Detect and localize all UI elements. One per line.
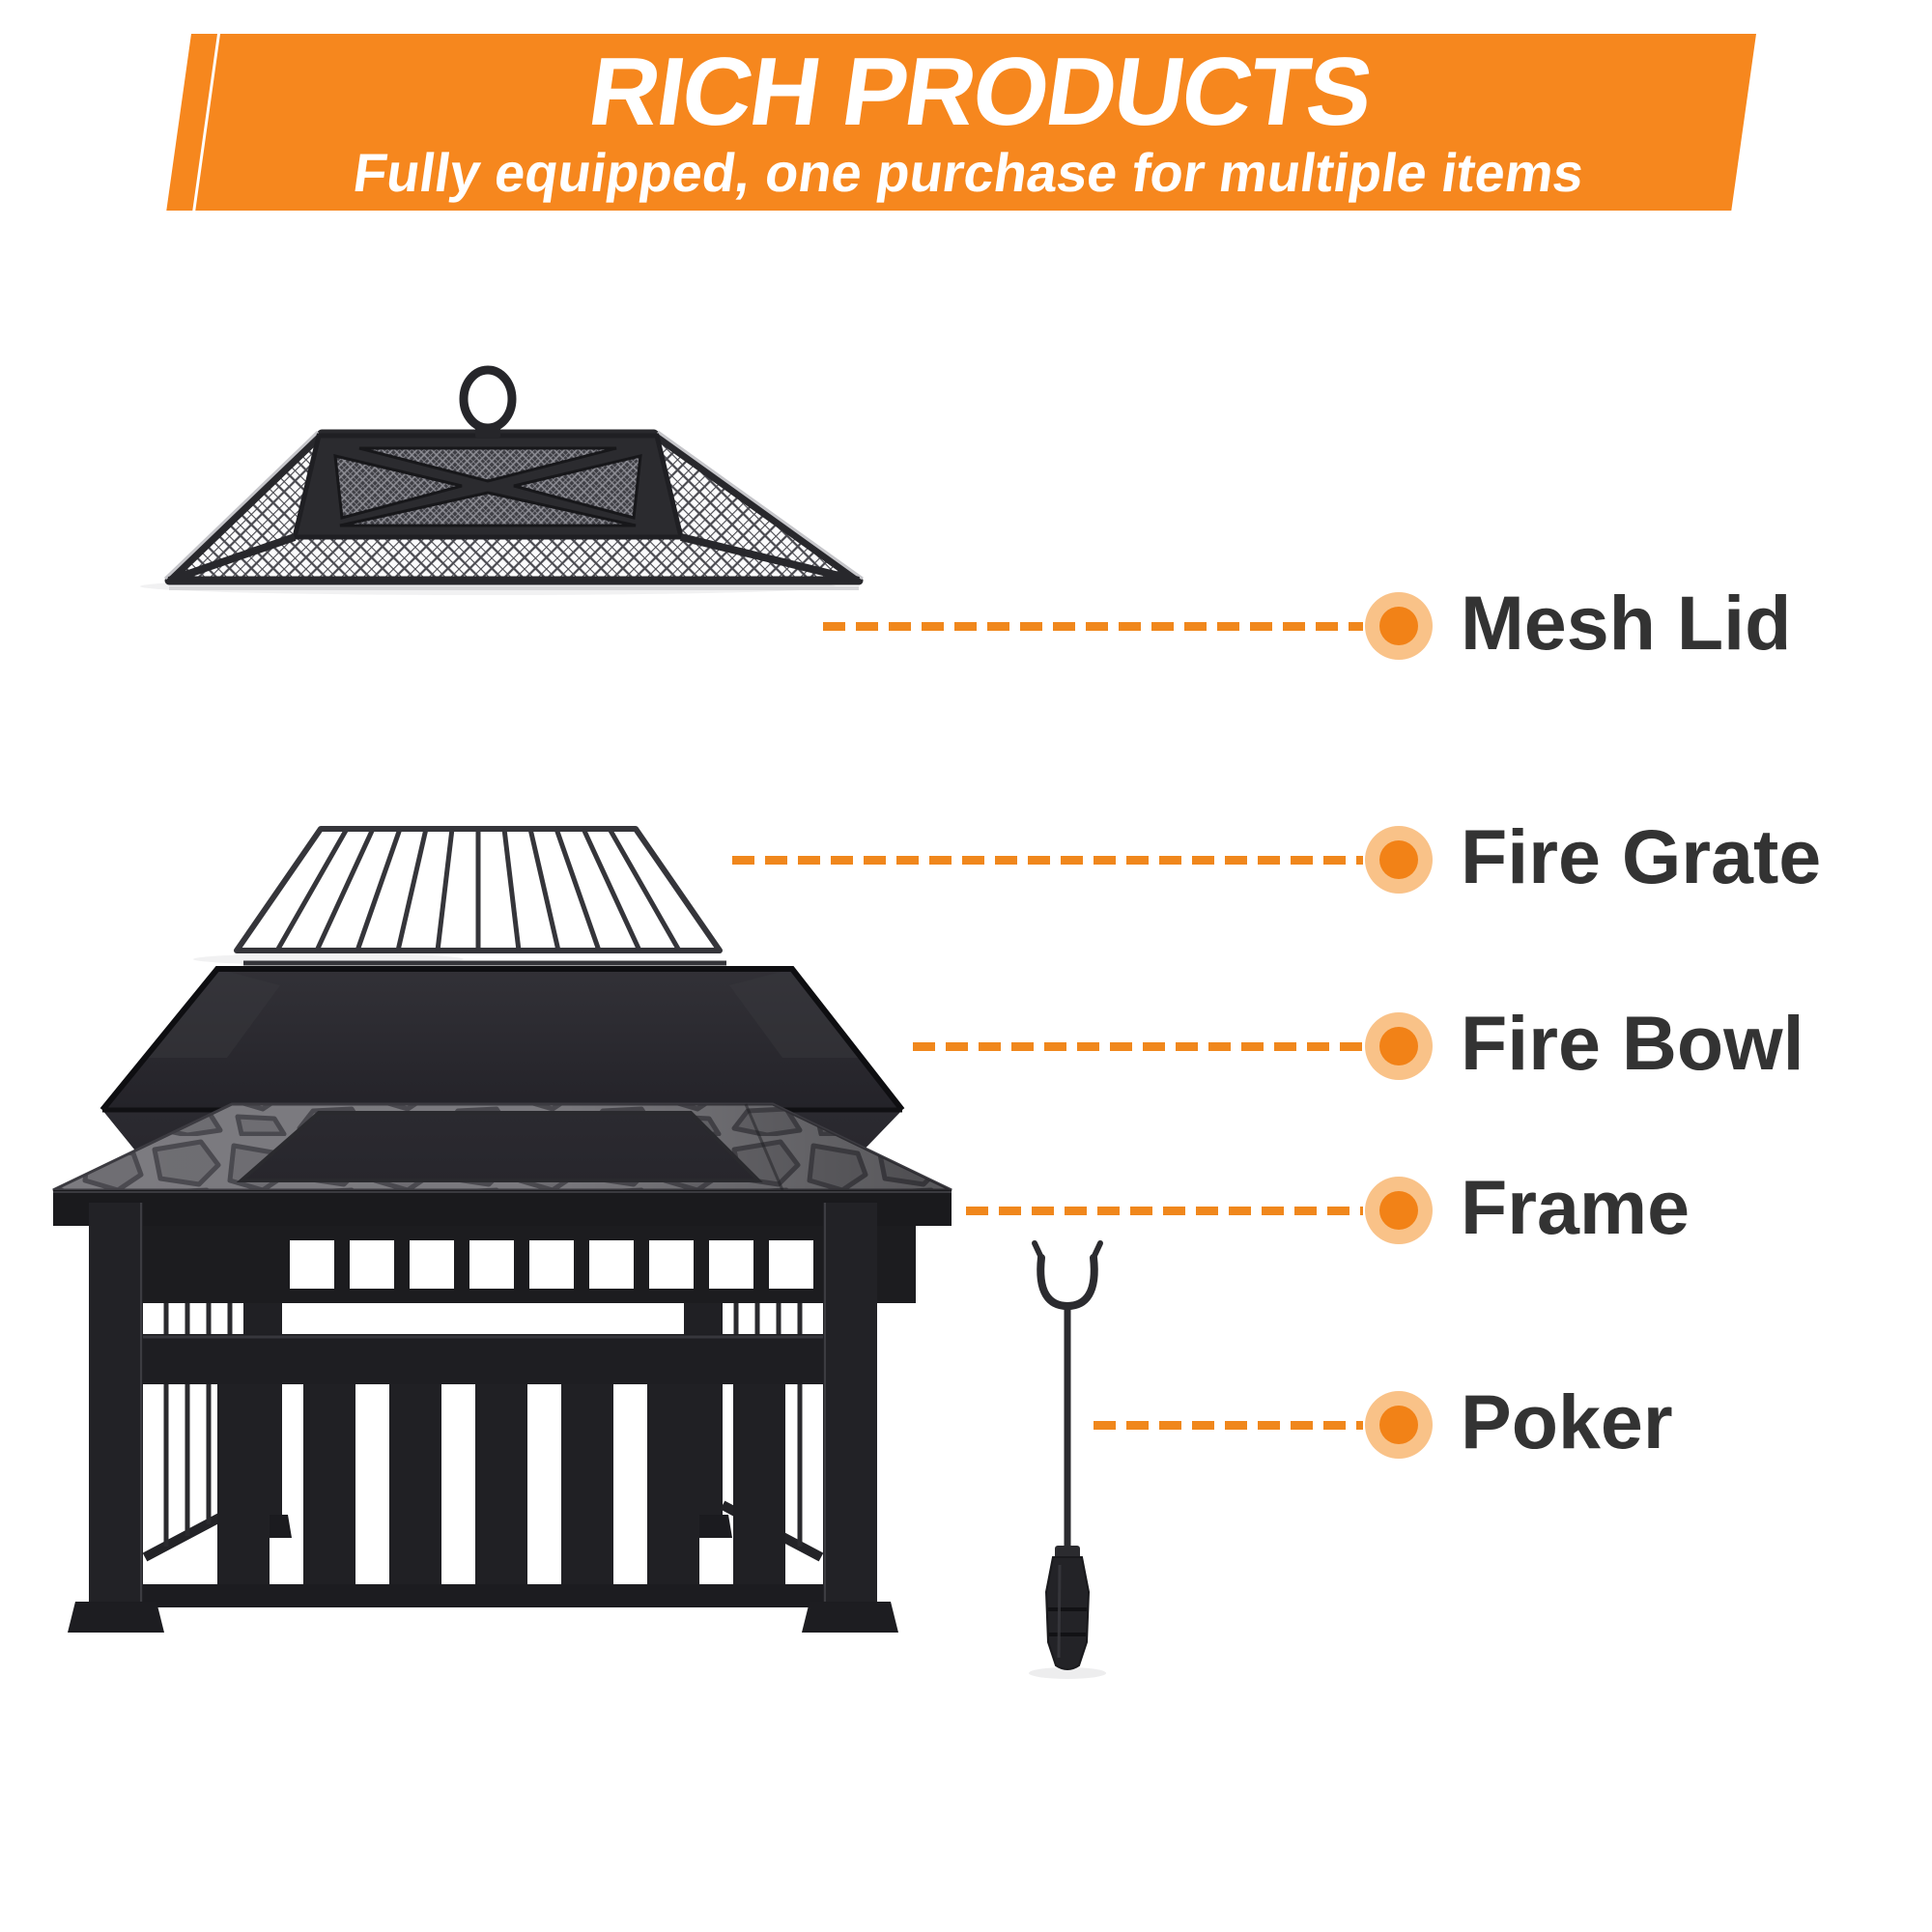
leader-line xyxy=(913,1042,1363,1051)
fire-grate-illustration xyxy=(193,826,726,966)
mesh-lid-illustration xyxy=(140,365,864,595)
bullet-dot xyxy=(1379,840,1418,879)
bullet-dot xyxy=(1379,1406,1418,1444)
bullet-dot xyxy=(1379,1191,1418,1230)
frame-table-illustration xyxy=(52,1102,952,1633)
leader-line xyxy=(823,622,1363,631)
callout-poker: Poker xyxy=(0,1378,1932,1464)
bullet-dot xyxy=(1379,607,1418,645)
lid-ring-handle xyxy=(459,365,517,433)
bullet-marker xyxy=(1365,1391,1433,1459)
callout-fire-bowl: Fire Bowl xyxy=(0,1000,1932,1086)
leader-line xyxy=(1094,1421,1363,1430)
part-label-mesh-lid: Mesh Lid xyxy=(1461,580,1792,667)
bullet-marker xyxy=(1365,826,1433,894)
bullet-dot xyxy=(1379,1027,1418,1065)
bullet-marker xyxy=(1365,1012,1433,1080)
leader-line xyxy=(966,1207,1363,1215)
part-label-fire-grate: Fire Grate xyxy=(1461,813,1822,900)
part-label-frame: Frame xyxy=(1461,1164,1690,1251)
part-label-poker: Poker xyxy=(1461,1378,1673,1465)
callout-mesh-lid: Mesh Lid xyxy=(0,580,1932,666)
bullet-marker xyxy=(1365,592,1433,660)
callout-fire-grate: Fire Grate xyxy=(0,813,1932,899)
callout-frame: Frame xyxy=(0,1164,1932,1250)
poker-illustration xyxy=(1029,1240,1106,1679)
leader-line xyxy=(732,856,1363,865)
bullet-marker xyxy=(1365,1177,1433,1244)
part-label-fire-bowl: Fire Bowl xyxy=(1461,1000,1804,1087)
